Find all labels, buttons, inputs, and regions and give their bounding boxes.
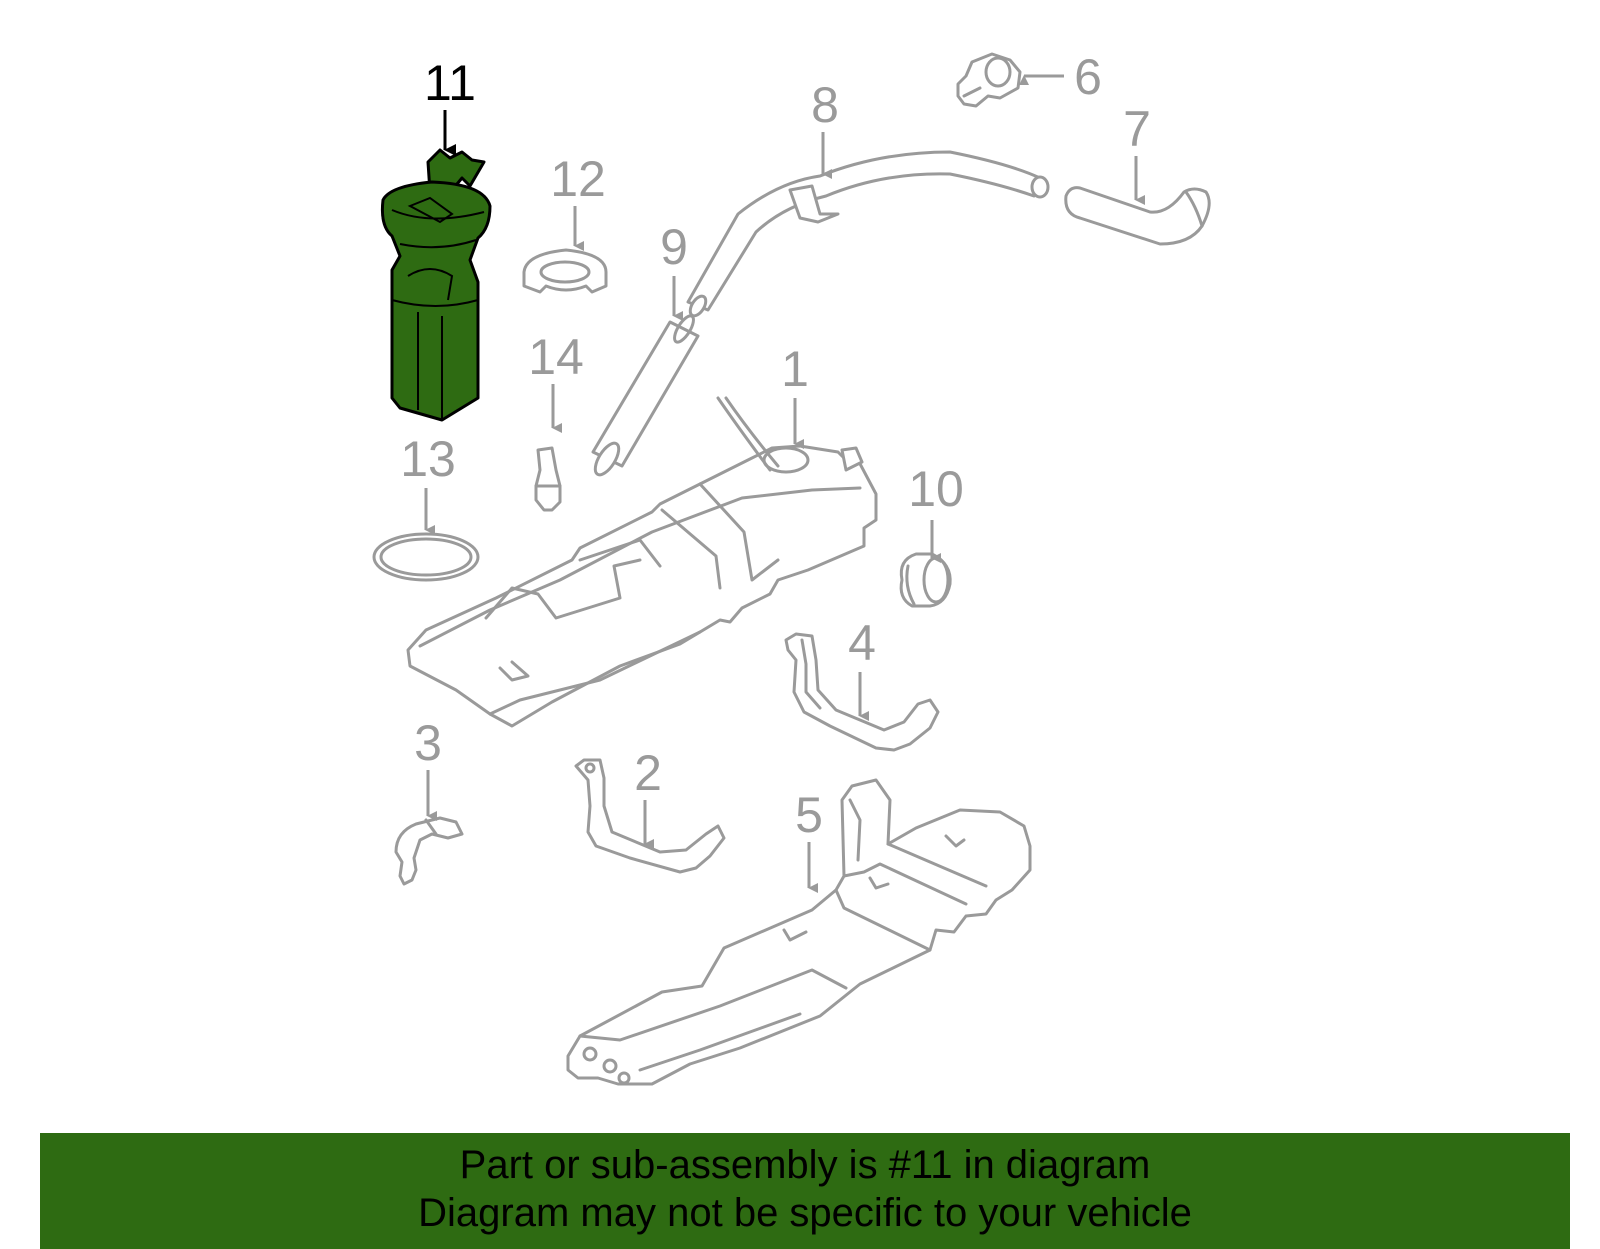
callout-11[interactable]: 11 [424, 55, 476, 111]
fuel-pump-module-part-11[interactable] [380, 148, 492, 422]
clip-part-3[interactable] [394, 816, 464, 886]
grommet-part-10[interactable] [899, 552, 952, 608]
hose-part-7[interactable] [1064, 186, 1211, 246]
footer-line-2: Diagram may not be specific to your vehi… [418, 1191, 1192, 1235]
callout-8[interactable]: 8 [811, 77, 839, 133]
callout-14[interactable]: 14 [528, 329, 584, 385]
fuel-cap-part-6[interactable] [956, 52, 1022, 108]
callout-3[interactable]: 3 [414, 715, 442, 771]
strap-part-4[interactable] [784, 632, 940, 752]
strap-part-2[interactable] [574, 758, 726, 874]
callout-10[interactable]: 10 [908, 461, 964, 517]
valve-part-14[interactable] [534, 446, 562, 512]
callout-7[interactable]: 7 [1123, 101, 1151, 157]
shield-part-5[interactable] [566, 778, 1032, 1086]
callout-2[interactable]: 2 [634, 745, 662, 801]
footer-line-1: Part or sub-assembly is #11 in diagram [459, 1143, 1151, 1187]
callout-4[interactable]: 4 [848, 615, 876, 671]
seal-part-13[interactable] [372, 532, 480, 582]
fuel-tank-part-1[interactable] [406, 396, 878, 728]
lock-ring-part-12[interactable] [522, 248, 608, 294]
filler-tube-part-9[interactable] [591, 313, 700, 478]
footer-banner: Part or sub-assembly is #11 in diagram D… [40, 1133, 1570, 1249]
callout-5[interactable]: 5 [795, 787, 823, 843]
callout-6[interactable]: 6 [1074, 49, 1102, 105]
callout-12[interactable]: 12 [550, 151, 606, 207]
callout-13[interactable]: 13 [400, 431, 456, 487]
callout-9[interactable]: 9 [660, 219, 688, 275]
callout-1[interactable]: 1 [781, 341, 809, 397]
filler-pipe-part-8[interactable] [686, 150, 1050, 319]
